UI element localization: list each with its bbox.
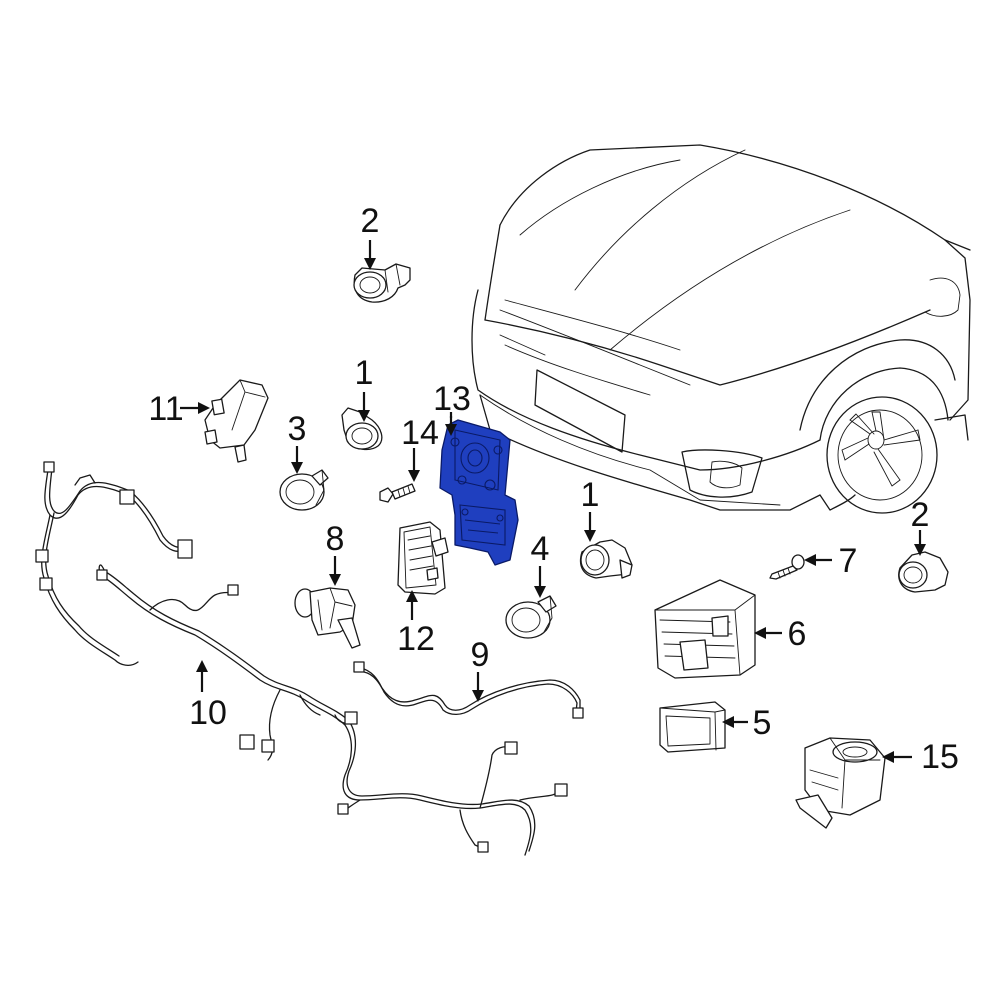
part-3-sensor-bezel [279, 469, 329, 511]
callout-11: 11 [148, 390, 183, 428]
callout-3: 3 [288, 410, 307, 448]
part-8-sensor-actuator [294, 587, 361, 649]
part-2-parking-sensor-top [353, 263, 411, 303]
callout-13: 13 [433, 380, 471, 418]
part-1-parking-sensor-left [341, 407, 383, 451]
part-1-parking-sensor-right [579, 539, 633, 579]
callout-9: 9 [471, 636, 490, 674]
callout-4: 4 [531, 530, 550, 568]
callout-1-right: 1 [581, 476, 600, 514]
callout-2-right: 2 [911, 496, 930, 534]
callout-labels: 2 1 11 3 13 14 1 2 7 8 12 4 6 9 10 5 15 [148, 202, 959, 776]
part-10-bumper-harness [35, 461, 568, 856]
part-13-sensor-bracket-highlighted [439, 419, 519, 566]
callout-10: 10 [189, 694, 227, 732]
part-12-control-module [397, 521, 449, 595]
callout-arrows [180, 240, 926, 763]
callout-8: 8 [326, 520, 345, 558]
part-5-module-box [659, 701, 726, 753]
part-7-screw [769, 554, 805, 580]
callout-2-top: 2 [361, 202, 380, 240]
part-4-sensor-bezel [505, 595, 557, 639]
vehicle-front-illustration [471, 144, 971, 514]
callout-6: 6 [788, 615, 807, 653]
part-9-wiring-harness [353, 661, 584, 719]
part-14-bolt [379, 483, 416, 503]
callout-1-left: 1 [355, 354, 374, 392]
callout-7: 7 [839, 542, 858, 580]
part-11-module [204, 379, 269, 463]
callout-14: 14 [401, 414, 439, 452]
part-15-sounder [795, 737, 886, 829]
callout-5: 5 [753, 704, 772, 742]
part-6-control-unit [654, 579, 756, 679]
part-2-parking-sensor-right [898, 551, 949, 593]
callout-15: 15 [921, 738, 959, 776]
callout-12: 12 [397, 620, 435, 658]
